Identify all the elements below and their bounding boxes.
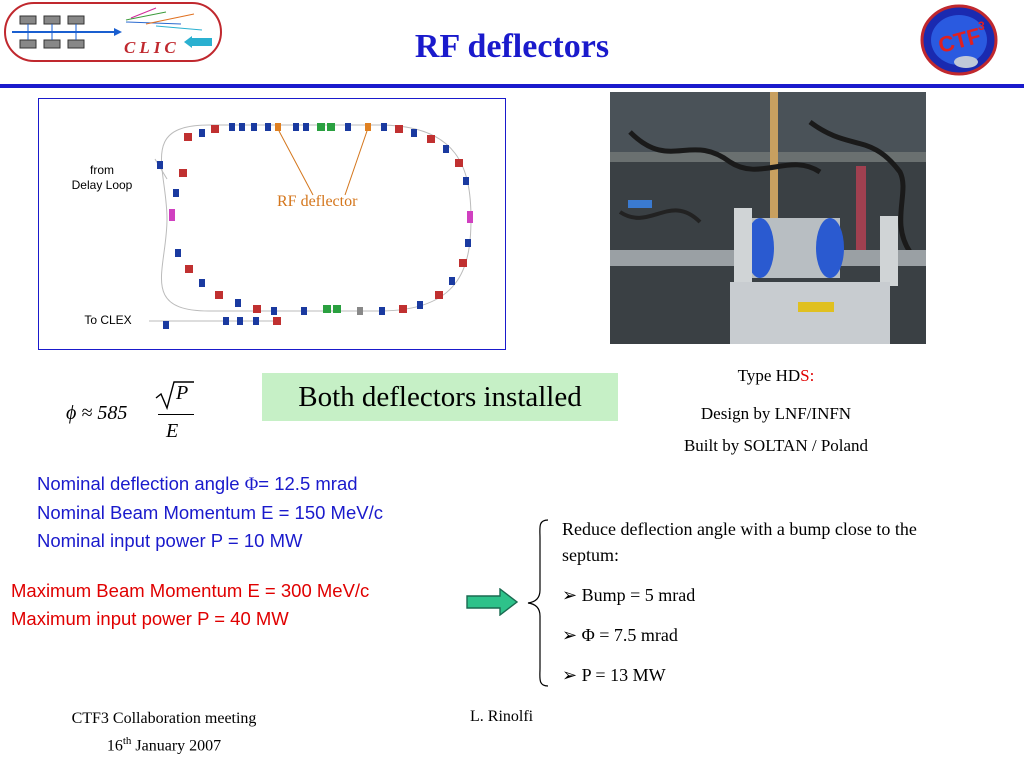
footer-author: L. Rinolfi [470, 708, 534, 725]
clic-logo-text: CLIC [124, 38, 180, 57]
list-item: ➢ Bump = 5 mrad [562, 582, 922, 608]
bullet-arrow-icon: ➢ [562, 585, 578, 605]
maximum-values: Maximum Beam Momentum E = 300 MeV/c Maxi… [11, 577, 369, 633]
footer-date-sup: th [122, 735, 132, 747]
sqrt-sign-icon [155, 381, 194, 410]
ring-diagram-graphic [149, 123, 473, 329]
to-clex-label: To CLEX [84, 313, 132, 327]
formula-numerator: P [176, 382, 189, 404]
formula-lhs: ϕ ≈ 585 [66, 402, 128, 424]
phi-item: Φ = 7.5 mrad [581, 625, 678, 645]
nominal-momentum-line: Nominal Beam Momentum E = 150 MeV/c [37, 502, 383, 523]
caption-type-suffix: S: [800, 366, 815, 385]
footer-date: 16th January 2007 [36, 730, 292, 757]
arrow-right-icon [466, 588, 518, 616]
formula-denominator: E [166, 420, 179, 442]
fraction-bar [158, 414, 194, 415]
reduce-deflection-list: Reduce deflection angle with a bump clos… [562, 516, 922, 688]
deflection-formula: ϕ ≈ 585 P E [66, 376, 206, 448]
footer-date-day: 16 [106, 737, 123, 755]
from-label-line1: from [90, 163, 114, 177]
nominal-angle-line: Nominal deflection angle Φ= 12.5 mrad [37, 470, 383, 499]
max-momentum-line: Maximum Beam Momentum E = 300 MeV/c [11, 580, 370, 601]
svg-text:3: 3 [978, 19, 985, 33]
clic-logo-graphic [12, 7, 212, 49]
clic-logo: CLIC [4, 2, 222, 62]
from-label-line2: Delay Loop [71, 178, 133, 192]
nominal-values: Nominal deflection angle Φ= 12.5 mrad No… [37, 470, 383, 555]
bullet-arrow-icon: ➢ [562, 665, 578, 685]
photo-caption-type: Type HDS: [626, 366, 926, 386]
both-deflectors-callout: Both deflectors installed [262, 373, 618, 421]
nominal-angle-suffix: = 12.5 mrad [258, 473, 358, 494]
brace-icon [527, 519, 549, 687]
nominal-angle-prefix: Nominal deflection angle [37, 473, 245, 494]
footer-meeting-name: CTF3 Collaboration meeting [71, 710, 257, 727]
max-power-line: Maximum input power P = 40 MW [11, 608, 289, 629]
footer-meeting: CTF3 Collaboration meeting 16th January … [36, 708, 292, 757]
nominal-power-line: Nominal input power P = 10 MW [37, 530, 303, 551]
phi-symbol: Φ [244, 475, 259, 495]
footer-date-rest: January 2007 [131, 737, 222, 755]
photo-caption-design: Design by LNF/INFN [700, 404, 852, 423]
from-delay-loop-label: from Delay Loop [59, 163, 145, 193]
caption-type-prefix: Type HD [737, 366, 801, 385]
page-title: RF deflectors [414, 28, 610, 65]
ring-diagram: from Delay Loop To CLEX RF deflector [38, 98, 506, 350]
ctf3-logo: CTF 3 [920, 4, 998, 76]
rf-pointer-right [344, 130, 368, 196]
reduce-intro: Reduce deflection angle with a bump clos… [562, 519, 917, 565]
rf-deflector-photo [610, 92, 926, 344]
rf-deflector-label: RF deflector [277, 193, 358, 210]
bullet-arrow-icon: ➢ [562, 625, 578, 645]
title-divider [0, 84, 1024, 88]
photo-caption-built: Built by SOLTAN / Poland [683, 436, 869, 455]
rf-pointer-left [278, 130, 314, 196]
bump-item: Bump = 5 mrad [581, 585, 696, 605]
list-item: ➢ P = 13 MW [562, 662, 922, 688]
list-item: ➢ Φ = 7.5 mrad [562, 622, 922, 648]
top-magnets [157, 123, 473, 329]
power-item: P = 13 MW [581, 665, 666, 685]
